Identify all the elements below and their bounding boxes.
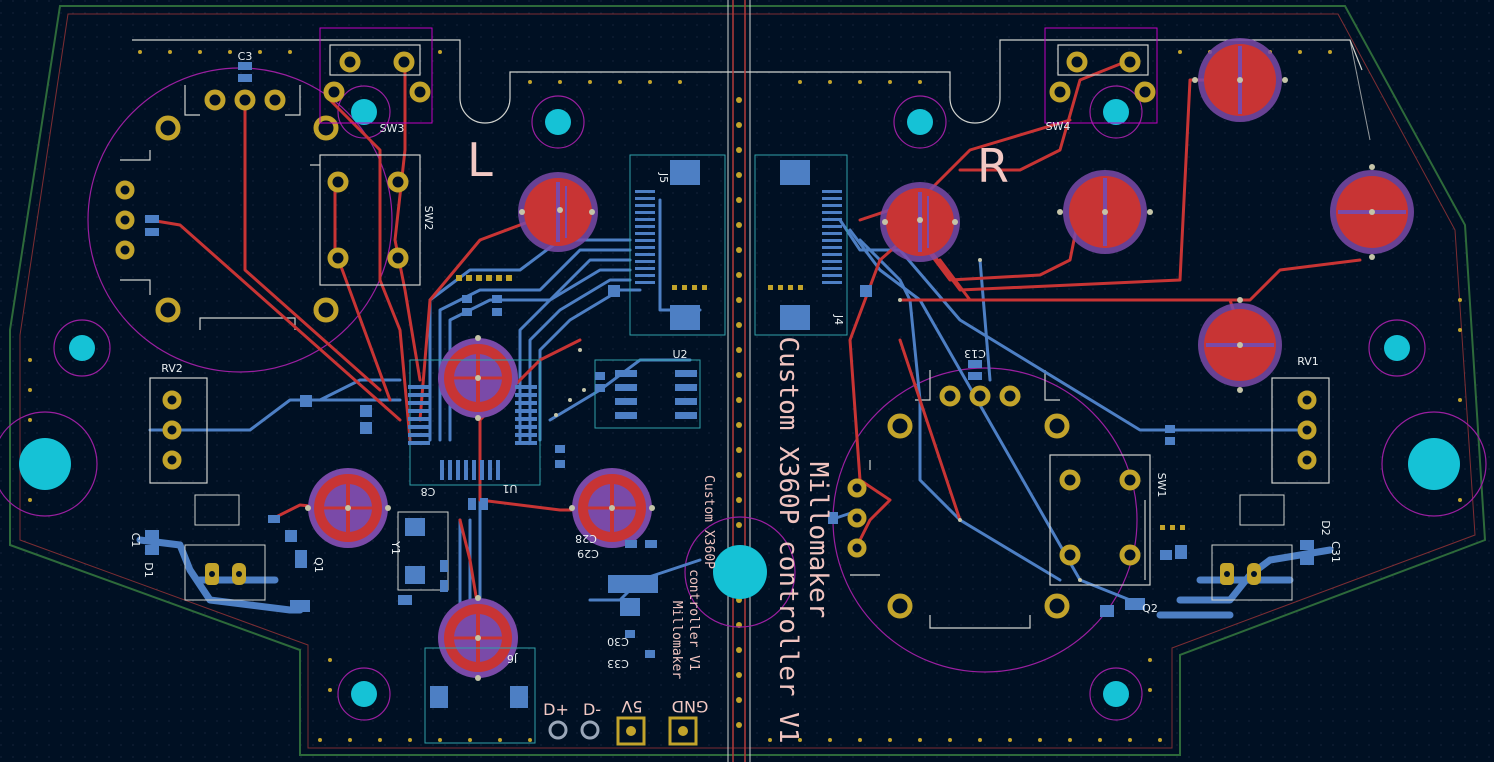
side-label-right: R [977,139,1009,193]
c28-label: C28 [575,532,597,545]
sw2-switch: SW2 [319,154,435,286]
smd-components [145,62,1314,658]
rv2-connector: RV2 [149,362,208,484]
y1-label: Y1 [389,540,402,555]
c30-label: C30 [607,635,629,648]
rv1-label: RV1 [1297,355,1319,368]
sw2-label: SW2 [422,206,435,231]
board-title-line-2: Custom X360P controller V1 [773,337,803,744]
sw1-label: SW1 [1155,473,1168,498]
board-small-title-line-3: Millomaker [669,601,684,679]
stitching-vias [28,50,1462,742]
j5-label: J5 [657,172,670,183]
j4-connector: J4 [754,154,848,336]
pin-label-dminus: D- [583,700,601,719]
sw3-switch: SW3 [319,27,433,135]
j4-label: J4 [832,314,845,325]
c8-label: C8 [421,485,436,498]
c13-label: C13 [964,347,986,360]
sw1-switch: SW1 [1049,454,1168,586]
pin-headers [456,275,1185,530]
board-title-line-1: Millomaker [803,462,833,619]
board-outline [9,0,1487,762]
c3-label: C3 [238,50,253,63]
pin-label-gnd: GND [672,697,709,716]
mounting-holes [19,99,1460,707]
rv1-connector: RV1 [1271,355,1330,484]
pin-label-dplus: D+ [543,700,569,719]
q2-d2-group: D2 C31 Q2 [1142,494,1342,615]
c31-label: C31 [1329,541,1342,563]
j6-label: J6 [507,652,518,665]
rv2-label: RV2 [161,362,183,375]
c1-label: C1 [129,533,142,548]
board-small-title-line-2: controller V1 [686,569,701,671]
signal-vias [305,77,1375,681]
pin-label-5v: 5V [621,697,642,716]
u1-label: U1 [502,482,517,495]
q2-label: Q2 [1142,602,1158,615]
stick-silkscreen [120,85,1146,629]
j5-connector: J5 [629,154,726,336]
usb-header-pads [548,716,698,746]
d1-label: D1 [142,562,155,577]
u2-label: U2 [672,348,687,361]
c33-label: C33 [607,657,629,670]
j6-connector: J6 [424,647,536,744]
right-stick-pads [847,385,1070,619]
silkscreen-text: L R Millomaker Custom X360P controller V… [238,50,1009,744]
u1-microcontroller: U1 [408,359,541,495]
u2-chip: U2 [594,348,701,429]
sw4-label: SW4 [1046,120,1071,133]
q1-d1-group: D1 C1 Q1 [129,494,325,601]
d2-label: D2 [1319,520,1332,535]
board-small-title-line-1: Custom X360P [701,475,716,569]
sw4-switch: SW4 [1044,27,1158,133]
q1-label: Q1 [312,557,325,573]
c29-label: C29 [577,547,599,560]
side-label-left: L [467,133,493,187]
y1-crystal: Y1 [389,511,449,591]
sw3-label: SW3 [380,122,405,135]
